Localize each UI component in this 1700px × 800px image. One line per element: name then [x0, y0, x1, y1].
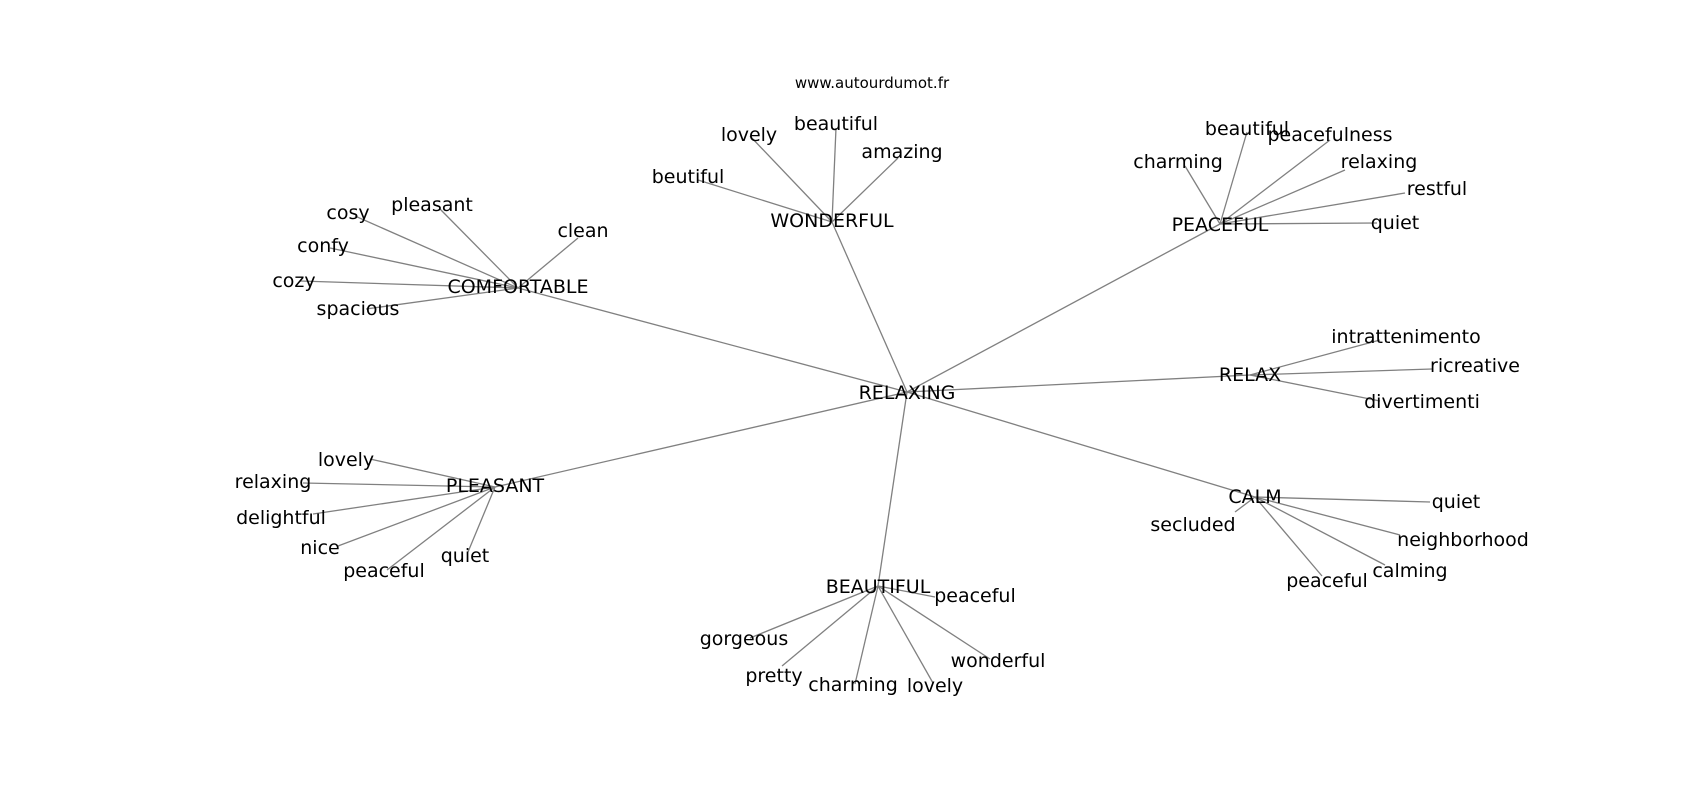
edge-peaceful-word: [1219, 222, 1378, 225]
edge-center-pleasant: [494, 391, 908, 488]
edge-wonderful-word: [831, 127, 837, 223]
edge-beautiful-word: [877, 585, 936, 598]
word-node: lovely: [721, 124, 777, 146]
hub-node-peaceful: PEACEFUL: [1172, 214, 1269, 236]
word-node: delightful: [236, 507, 326, 529]
edge-wonderful-word: [697, 179, 833, 223]
word-node: wonderful: [951, 650, 1046, 672]
edge-beautiful-word: [781, 585, 879, 667]
word-node: cosy: [326, 202, 369, 224]
edge-comfortable-word: [365, 287, 519, 310]
edge-pleasant-word: [302, 482, 496, 488]
word-node: gorgeous: [700, 628, 788, 650]
word-node: spacious: [317, 298, 400, 320]
edge-beautiful-word: [854, 585, 879, 685]
edge-calm-word: [1234, 496, 1256, 513]
hub-node-calm: CALM: [1228, 486, 1281, 508]
edge-comfortable-word: [329, 247, 519, 289]
word-node: charming: [808, 674, 898, 696]
word-node: amazing: [861, 141, 942, 163]
word-node: cozy: [272, 270, 315, 292]
word-node: peacefulness: [1267, 124, 1392, 146]
word-node: intrattenimento: [1331, 326, 1480, 348]
word-node: relaxing: [235, 471, 312, 493]
word-node: confy: [297, 235, 349, 257]
edge-center-peaceful: [906, 223, 1221, 393]
word-node: quiet: [441, 545, 490, 567]
edge-peaceful-word: [1219, 192, 1406, 225]
word-node: calming: [1372, 560, 1447, 582]
edge-relax-word: [1249, 339, 1381, 376]
edge-peaceful-word: [1219, 139, 1331, 225]
edge-pleasant-word: [386, 486, 496, 571]
graph-edges: [299, 127, 1433, 685]
word-node: lovely: [318, 449, 374, 471]
graph-labels: RELAXING COMFORTABLE cosy pleasant clean conf…: [235, 113, 1529, 697]
edge-comfortable-word: [517, 237, 579, 289]
word-node: nice: [300, 537, 339, 559]
word-node: lovely: [907, 675, 963, 697]
word-node: beutiful: [652, 166, 725, 188]
edge-calm-word: [1254, 496, 1386, 566]
edge-calm-word: [1254, 496, 1431, 503]
edge-peaceful-word: [1219, 169, 1346, 225]
edge-center-wonderful: [831, 221, 908, 393]
word-node: quiet: [1432, 491, 1481, 513]
word-node: pretty: [745, 665, 802, 687]
hub-node-comfortable: COMFORTABLE: [447, 276, 588, 298]
hub-node-beautiful: BEAUTIFUL: [826, 576, 931, 598]
edge-center-comfortable: [517, 287, 908, 393]
edge-comfortable-word: [354, 215, 519, 289]
word-node: relaxing: [1341, 151, 1418, 173]
word-node: divertimenti: [1364, 391, 1480, 413]
edge-relax-word: [1249, 374, 1381, 402]
edge-wonderful-word: [749, 135, 833, 223]
edge-center-relax: [906, 374, 1251, 393]
word-node: beautiful: [1205, 118, 1289, 140]
edge-beautiful-word: [877, 585, 934, 684]
word-node: quiet: [1371, 212, 1420, 234]
hub-node-relax: RELAX: [1219, 364, 1281, 386]
word-node: neighborhood: [1397, 529, 1529, 551]
edge-pleasant-word: [369, 458, 496, 488]
edge-calm-word: [1254, 496, 1323, 577]
edge-center-calm: [906, 391, 1256, 498]
edge-pleasant-word: [337, 486, 496, 547]
word-node: secluded: [1150, 514, 1235, 536]
edge-peaceful-word: [1219, 131, 1248, 225]
word-node: peaceful: [1286, 570, 1368, 592]
word-node: clean: [557, 220, 608, 242]
word-node: restful: [1407, 178, 1467, 200]
edge-beautiful-word: [749, 585, 879, 639]
center-node-label: RELAXING: [859, 382, 956, 404]
edge-peaceful-word: [1184, 165, 1221, 225]
edge-calm-word: [1254, 496, 1401, 536]
hub-node-wonderful: WONDERFUL: [770, 210, 894, 232]
edge-pleasant-word: [312, 486, 496, 515]
edge-relax-word: [1249, 368, 1433, 376]
word-node: beautiful: [794, 113, 878, 135]
word-node: ricreative: [1430, 355, 1520, 377]
word-node: charming: [1133, 151, 1223, 173]
edge-center-beautiful: [877, 391, 908, 587]
hub-node-pleasant: PLEASANT: [446, 475, 545, 497]
edge-comfortable-word: [299, 280, 519, 289]
watermark: www.autourdumot.fr: [795, 74, 950, 92]
edge-comfortable-word: [439, 208, 519, 289]
word-node: pleasant: [391, 194, 473, 216]
edge-beautiful-word: [877, 585, 991, 660]
word-node: peaceful: [343, 560, 425, 582]
word-node: peaceful: [934, 585, 1016, 607]
edge-wonderful-word: [831, 157, 899, 223]
edge-pleasant-word: [467, 486, 496, 553]
